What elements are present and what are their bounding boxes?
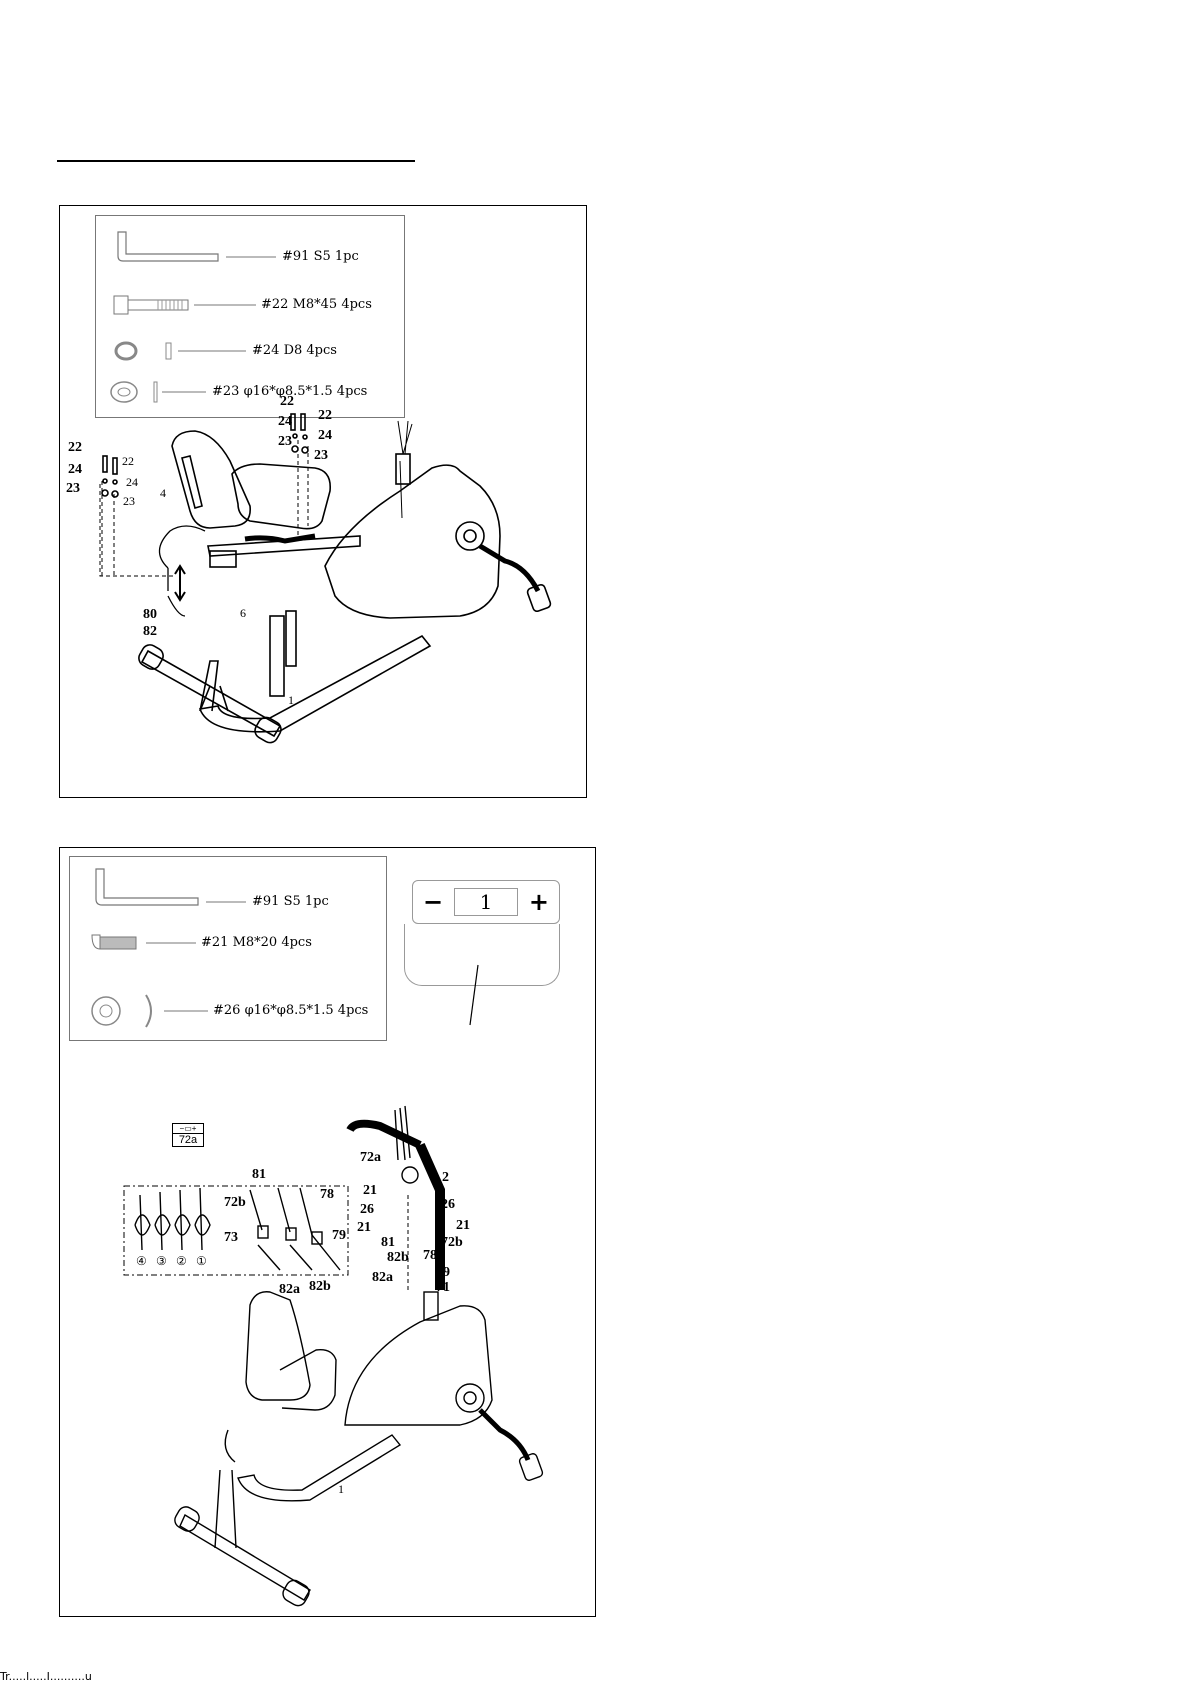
callout-21c: 21 [456, 1218, 470, 1234]
callout-72b-2: 72b [441, 1235, 463, 1251]
step1-bike-illustration [60, 206, 588, 799]
callout-71: 71 [436, 1280, 450, 1296]
callout-78: 78 [320, 1187, 334, 1203]
seat [232, 464, 330, 529]
main-frame [200, 636, 430, 732]
callout-82b: 82b [309, 1279, 331, 1295]
callout-72a: 72a [360, 1150, 381, 1166]
callout-23a: 23 [66, 481, 80, 497]
callout-81b: 81 [381, 1235, 395, 1251]
callout-1-step2: 1 [338, 1482, 344, 1497]
seat-post [270, 616, 284, 696]
callout-81: 81 [252, 1167, 266, 1183]
curved-washer-icon [92, 997, 120, 1025]
allen-key-icon [96, 869, 198, 905]
callout-22c: 22 [280, 394, 294, 410]
head-tube [396, 454, 410, 484]
connector-number-4: ④ [136, 1254, 147, 1269]
callout-24c: 24 [278, 414, 292, 430]
callout-2: 2 [442, 1170, 449, 1186]
callout-23d: 23 [314, 448, 328, 464]
step1-panel: #91 S5 1pc #22 M8*45 4pcs #24 D8 4pcs #2… [59, 205, 587, 798]
callout-82: 82 [143, 624, 157, 640]
callout-21a: 21 [363, 1183, 377, 1199]
callout-24a: 24 [68, 462, 82, 478]
callout-26b: 26 [360, 1202, 374, 1218]
callout-79: 79 [332, 1228, 346, 1244]
backrest [172, 431, 250, 528]
connector-number-3: ③ [156, 1254, 167, 1269]
callout-78b: 78 [423, 1248, 437, 1264]
callout-4: 4 [160, 486, 166, 501]
callout-82b-2: 82b [387, 1250, 409, 1266]
callout-82a: 82a [279, 1282, 300, 1298]
callout-79b: 79 [436, 1265, 450, 1281]
step2-parts-box: #91 S5 1pc #21 M8*20 4pcs #26 φ16*φ8.5*1… [69, 856, 387, 1041]
stepper-value: 1 [454, 888, 518, 916]
bolt-icon [92, 935, 100, 949]
callout-80: 80 [143, 607, 157, 623]
callout-22d: 22 [318, 408, 332, 424]
callout-24b: 24 [126, 475, 138, 490]
callout-6: 6 [240, 606, 246, 621]
callout-82a-2: 82a [372, 1270, 393, 1286]
callout-23c: 23 [278, 434, 292, 450]
callout-21b: 21 [357, 1220, 371, 1236]
stepper-body [404, 924, 560, 986]
callout-23b: 23 [123, 494, 135, 509]
part-21-label: #21 M8*20 4pcs [201, 935, 312, 950]
part-72a-badge-icon: −▭+ 72a [172, 1123, 204, 1147]
part-91-label: #91 S5 1pc [252, 894, 329, 909]
callout-73: 73 [224, 1230, 238, 1246]
connector-number-1: ① [196, 1254, 207, 1269]
section-heading-underline [57, 160, 415, 162]
part-26-label: #26 φ16*φ8.5*1.5 4pcs [213, 1003, 368, 1018]
stabilizer [142, 651, 280, 736]
callout-24d: 24 [318, 428, 332, 444]
footer-text: Tr.....l.....I..........u [0, 1670, 92, 1683]
resistance-stepper[interactable]: − 1 + [412, 880, 560, 924]
badge-label: 72a [173, 1133, 203, 1146]
callout-72b: 72b [224, 1195, 246, 1211]
plus-button[interactable]: + [529, 890, 549, 914]
callout-1: 1 [288, 693, 294, 708]
callout-22b: 22 [122, 454, 134, 469]
flywheel [456, 522, 484, 550]
callout-26a: 26 [441, 1197, 455, 1213]
connector-number-2: ② [176, 1254, 187, 1269]
minus-button[interactable]: − [423, 890, 443, 914]
callout-22a: 22 [68, 440, 82, 456]
